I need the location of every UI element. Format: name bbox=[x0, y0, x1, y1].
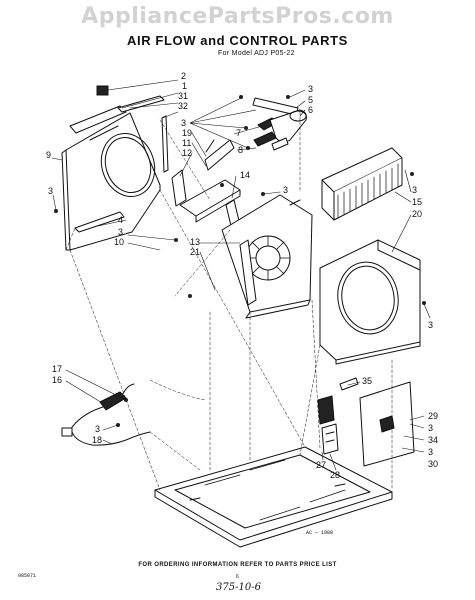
callout-35: 35 bbox=[362, 376, 372, 386]
drawing-code: AC — 1988 bbox=[306, 530, 334, 536]
damper-bracket bbox=[171, 139, 241, 231]
switch-bracket bbox=[252, 97, 299, 147]
callout-32: 32 bbox=[178, 101, 188, 111]
model-subtitle: For Model ADJ P05-22 bbox=[218, 50, 295, 57]
callout-16: 16 bbox=[52, 375, 62, 385]
base-pan bbox=[154, 446, 393, 548]
right-front-panel bbox=[319, 239, 421, 365]
callout-8: 8 bbox=[238, 145, 243, 155]
callout-7: 7 bbox=[236, 128, 241, 138]
callout-5: 5 bbox=[308, 95, 313, 105]
callout-1: 1 bbox=[182, 81, 187, 91]
document-number: 985071 bbox=[18, 573, 37, 579]
callout-3-partition: 3 bbox=[283, 185, 288, 195]
bottom-seal-strip-4 bbox=[74, 211, 125, 233]
callout-15: 15 bbox=[412, 197, 422, 207]
callout-28: 28 bbox=[330, 470, 340, 480]
callout-3-control: 3 bbox=[428, 423, 433, 433]
callout-13: 13 bbox=[190, 237, 200, 247]
callout-2: 2 bbox=[181, 71, 186, 81]
callout-18: 18 bbox=[92, 435, 102, 445]
handwritten-note: 375-10-6 bbox=[216, 582, 261, 593]
callout-14: 14 bbox=[240, 170, 250, 180]
small-block-part-2 bbox=[96, 85, 109, 96]
hidden-assembly-lines bbox=[65, 111, 393, 491]
callout-3-mid: 3 bbox=[118, 227, 123, 237]
page-title: AIR FLOW and CONTROL PARTS bbox=[127, 33, 348, 48]
callout-20: 20 bbox=[412, 209, 422, 219]
callout-19: 19 bbox=[182, 128, 192, 138]
callout-3-cord: 3 bbox=[95, 424, 100, 434]
leader-lines bbox=[51, 79, 431, 471]
callout-11: 11 bbox=[182, 138, 191, 148]
power-cord bbox=[61, 383, 151, 446]
capacitor bbox=[269, 109, 307, 151]
control-switches bbox=[317, 377, 415, 467]
center-partition bbox=[221, 194, 313, 319]
callout-34: 34 bbox=[428, 435, 438, 445]
louver-grille bbox=[321, 147, 403, 221]
callout-10: 10 bbox=[114, 237, 124, 247]
callout-31: 31 bbox=[178, 91, 188, 101]
callout-30: 30 bbox=[428, 459, 438, 469]
callout-21: 21 bbox=[190, 247, 200, 257]
callout-6: 6 bbox=[308, 105, 313, 115]
page-number: 6 bbox=[236, 574, 239, 580]
left-top-strip bbox=[69, 105, 127, 134]
watermark: AppliancePartsPros.com bbox=[81, 4, 394, 29]
callout-3-bracket: 3 bbox=[181, 118, 186, 128]
callout-labels: 2 1 31 32 3 5 6 3 7 19 11 12 8 14 9 3 3 … bbox=[46, 71, 438, 480]
left-side-panel bbox=[61, 112, 161, 251]
callout-3-grille: 3 bbox=[412, 185, 417, 195]
callout-3-left: 3 bbox=[48, 186, 53, 196]
callout-3-lower: 3 bbox=[428, 447, 433, 457]
callout-17: 17 bbox=[52, 364, 62, 374]
callout-3-panel: 3 bbox=[428, 320, 433, 330]
callout-9: 9 bbox=[46, 150, 51, 160]
callout-29: 29 bbox=[428, 411, 438, 421]
ordering-info: FOR ORDERING INFORMATION REFER TO PARTS … bbox=[138, 562, 337, 568]
callout-3-top: 3 bbox=[308, 84, 313, 94]
callout-12: 12 bbox=[182, 148, 192, 158]
callout-4: 4 bbox=[118, 215, 123, 225]
callout-27: 27 bbox=[316, 460, 326, 470]
